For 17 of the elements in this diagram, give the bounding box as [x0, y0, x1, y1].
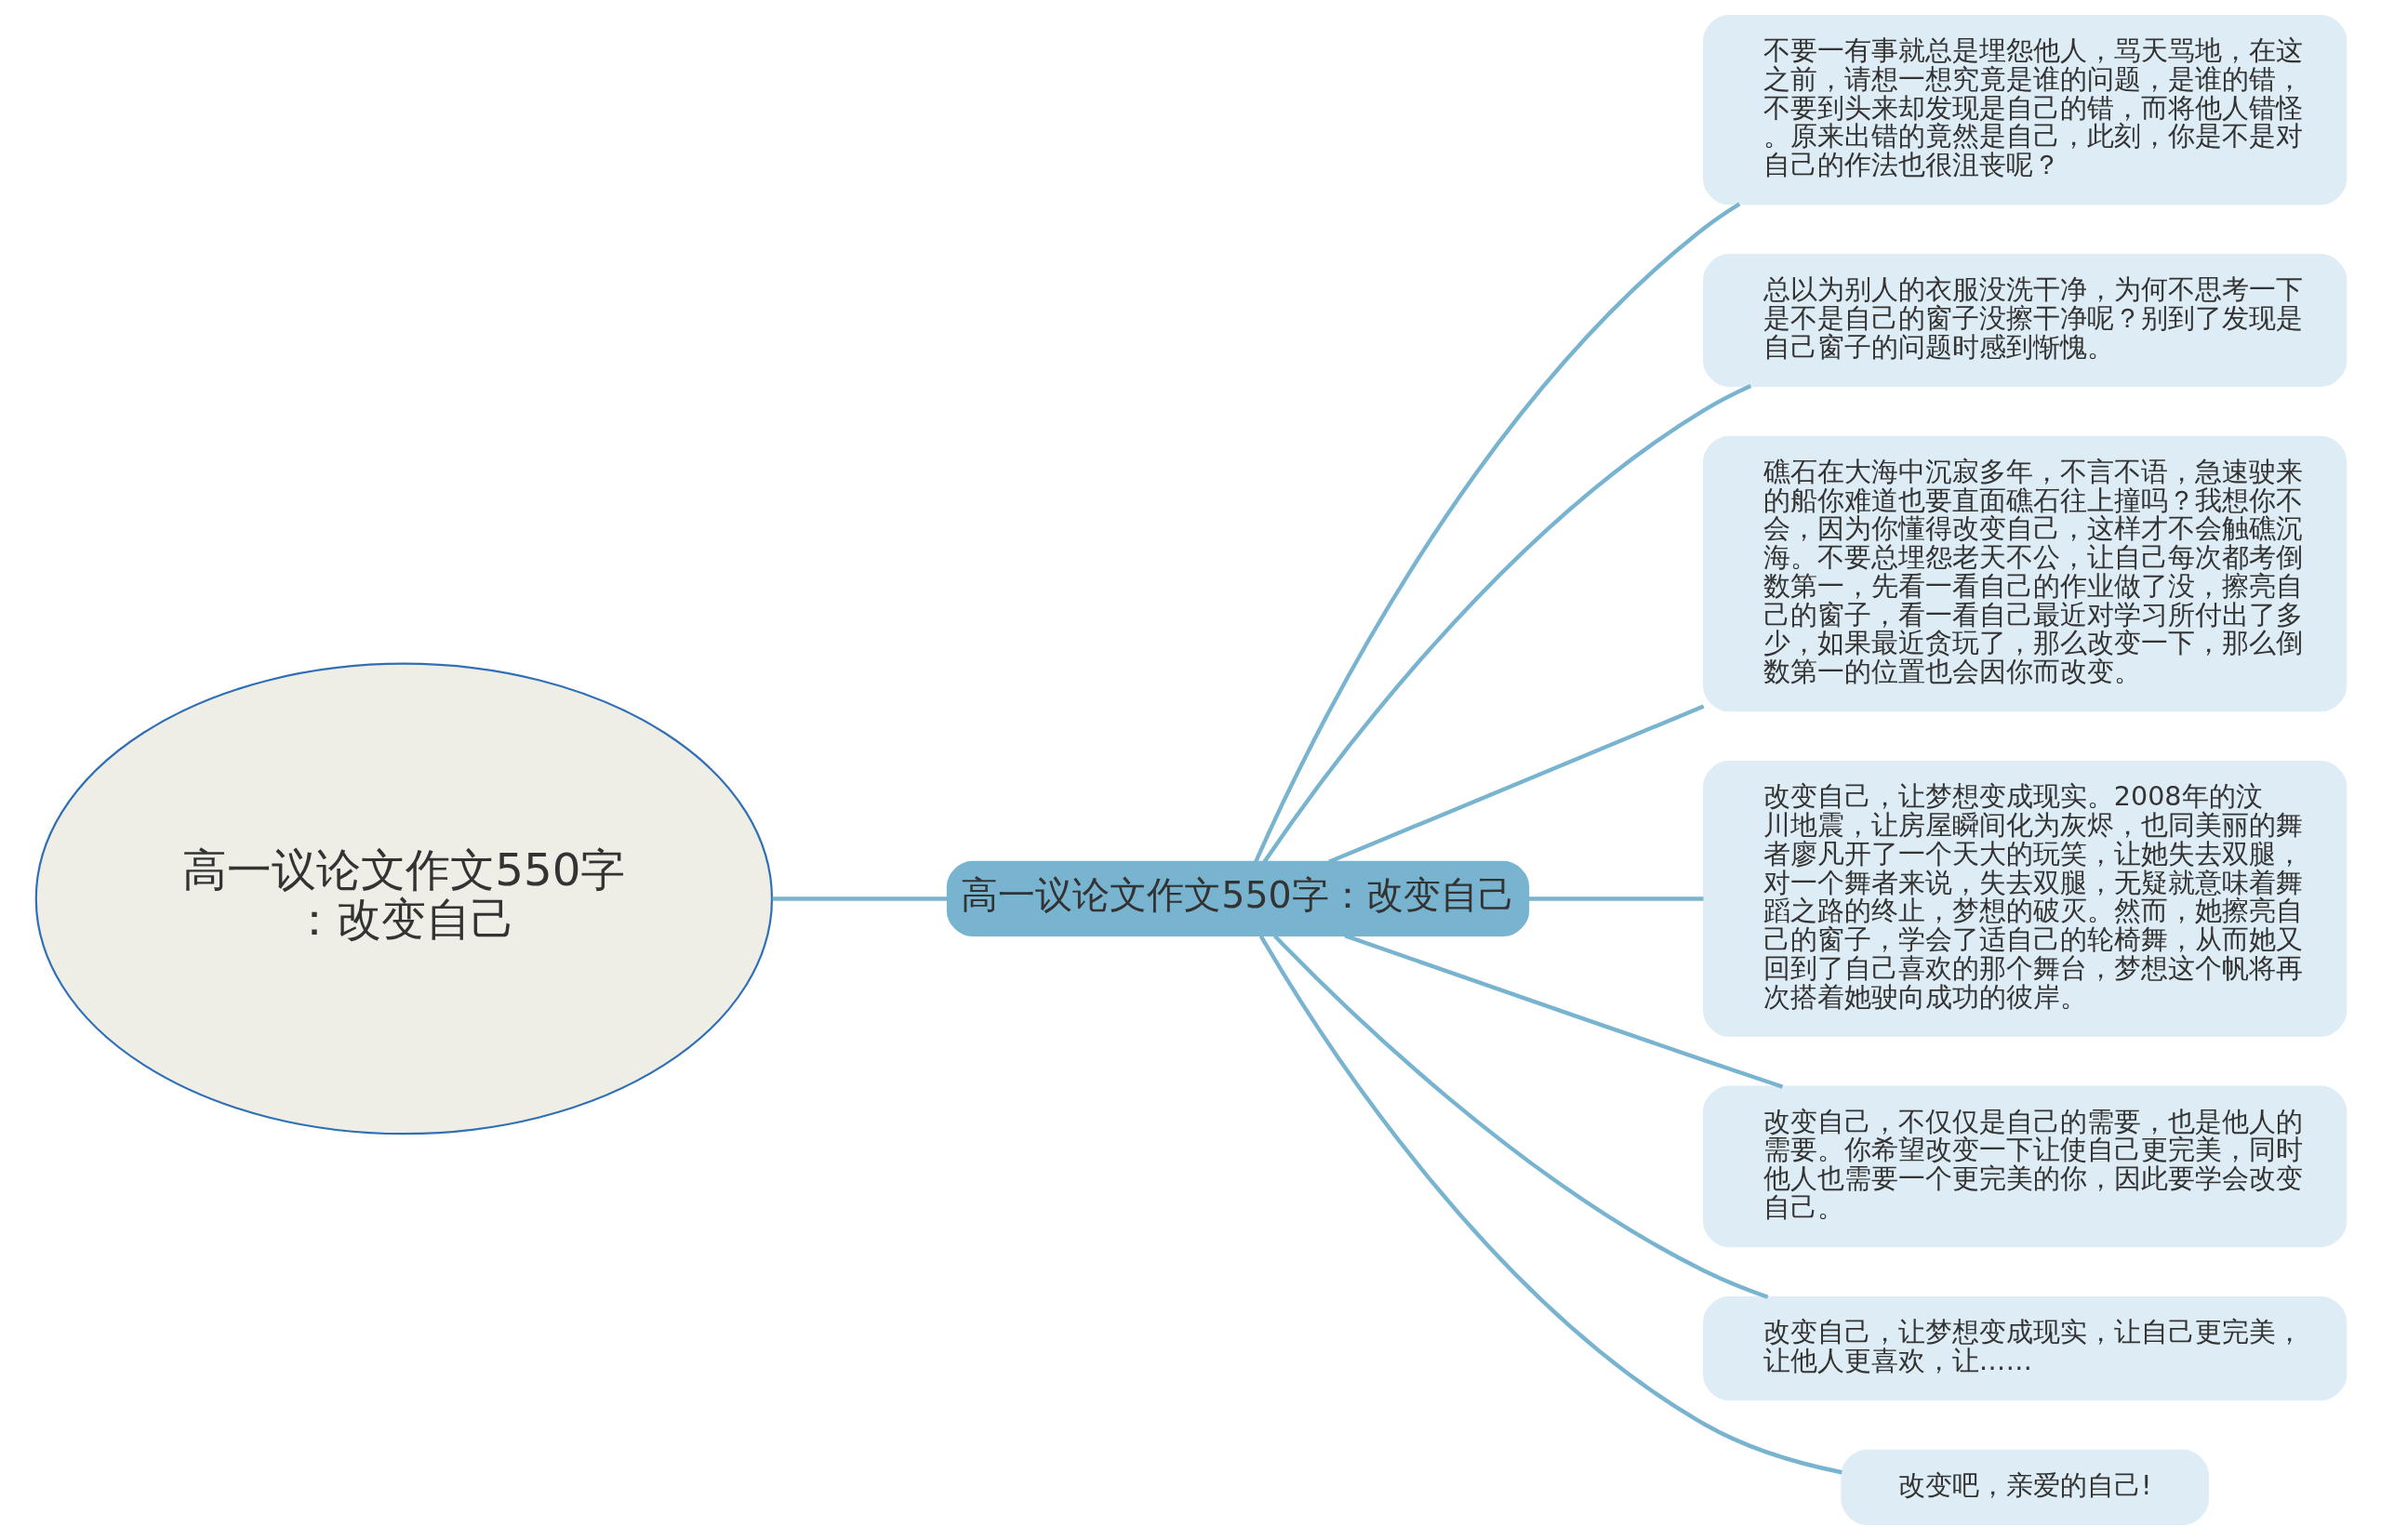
node-box: 高一议论文作文550字：改变自己 — [946, 860, 1529, 937]
node-box: 改变自己，不仅仅是自己的需要，也是他人的需要。你希望改变一下让使自己更完美，同时他人也需要一个更完美的你，因此要学会改变自己。 — [1702, 1085, 2347, 1248]
connector — [1272, 934, 1768, 1299]
node-box: 礁石在大海中沉寂多年，不言不语，急速驶来的船你难道也要直面礁石往上撞吗？我想你不会，因为你懂得改变自己，这样才不会触礁沉海。不要总埋怨老天不公，让自己每次都考倒数第一，先看一看自己的作业做了没，擦亮自己的窗子，看一看自己最近对学习所付出了多少，如果最近贪玩了，那么改变一下，那么倒数第一的位置也会因你而改变。 — [1702, 435, 2347, 712]
connector — [772, 896, 948, 901]
connector — [1253, 202, 1740, 863]
node-box: 改变吧，亲爱的自己! — [1840, 1449, 2209, 1526]
node-box: 改变自己，让梦想变成现实。2008年的汶川地震，让房屋瞬间化为灰烬，也同美丽的舞者廖凡开了一个天大的玩笑，让她失去双腿，对一个舞者来说，失去双腿，无疑就意味着舞蹈之路的终止，梦想的破灭。然而，她擦亮自己的窗子，学会了适自己的轮椅舞，从而她又回到了自己喜欢的那个舞台，梦想这个帆将再次搭着她驶向成功的彼岸。 — [1702, 761, 2347, 1037]
connector — [1343, 934, 1783, 1089]
connector — [1528, 896, 1703, 901]
node-box: 改变自己，让梦想变成现实，让自己更完美，让他人更喜欢，让…… — [1702, 1295, 2347, 1401]
node-box: 总以为别人的衣服没洗干净，为何不思考一下是不是自己的窗子没擦干净呢？别到了发现是自己窗子的问题时感到惭愧。 — [1702, 254, 2347, 387]
connector — [1258, 935, 1842, 1475]
connector — [1327, 704, 1705, 864]
node-ellipse: 高一议论文作文550字：改变自己 — [34, 662, 773, 1135]
node-box: 不要一有事就总是埋怨他人，骂天骂地，在这之前，请想一想究竟是谁的问题，是谁的错，不要到头来却发现是自己的错，而将他人错怪。原来出错的竟然是自己，此刻，你是不是对自己的作法也很沮丧呢？ — [1702, 14, 2347, 206]
connector — [1262, 384, 1751, 863]
